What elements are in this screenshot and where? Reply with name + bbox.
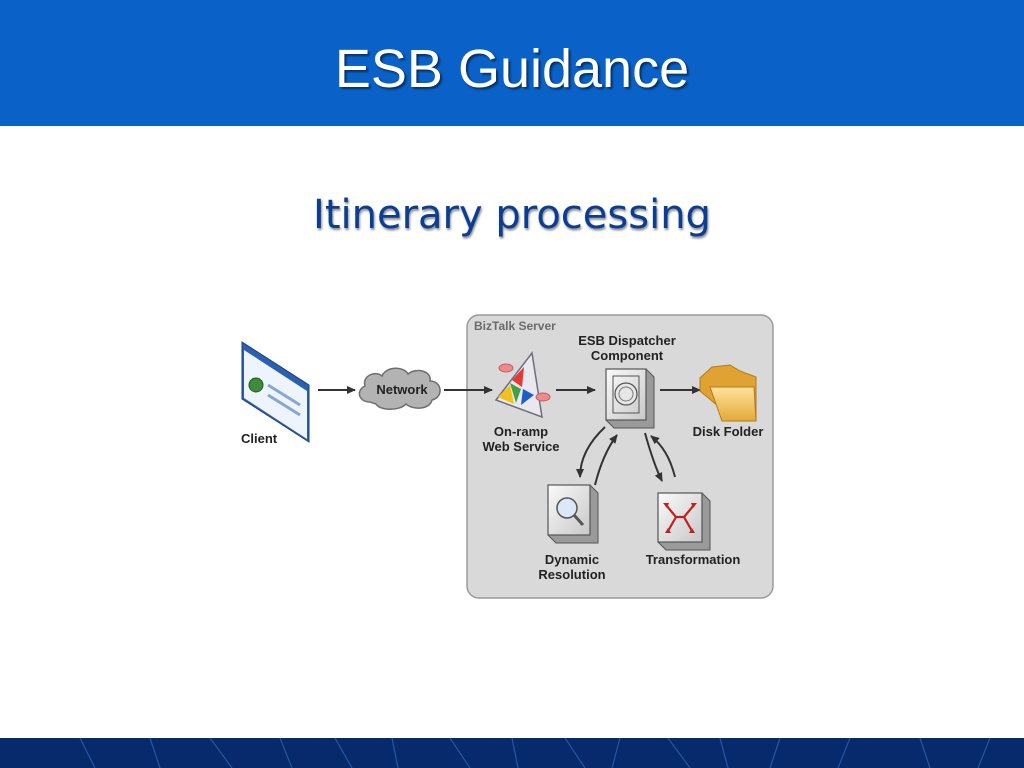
edge-dispatcher-transform-down bbox=[644, 432, 663, 482]
transformation-label: Transformation bbox=[646, 552, 741, 567]
slide-subtitle: Itinerary processing bbox=[313, 192, 711, 238]
dispatcher-label-line2: Component bbox=[591, 348, 664, 363]
onramp-label-line1: On-ramp bbox=[494, 424, 548, 439]
dynamic-label-line1: Dynamic bbox=[545, 552, 599, 567]
slide-title: ESB Guidance bbox=[334, 39, 690, 99]
transformation-icon bbox=[657, 492, 711, 551]
client-icon bbox=[241, 341, 310, 443]
dispatcher-label-line1: ESB Dispatcher bbox=[578, 333, 676, 348]
dynamic-label-line2: Resolution bbox=[538, 567, 605, 582]
network-label: Network bbox=[376, 382, 428, 397]
edge-dispatcher-dynamic-down bbox=[576, 426, 606, 478]
network-cloud-icon bbox=[358, 367, 441, 410]
dynamic-resolution-icon bbox=[547, 484, 599, 544]
container-label: BizTalk Server bbox=[474, 319, 556, 333]
client-label: Client bbox=[241, 431, 278, 446]
esb-dispatcher-icon bbox=[605, 368, 655, 429]
disk-folder-label: Disk Folder bbox=[693, 424, 764, 439]
header-bar bbox=[0, 0, 1024, 126]
onramp-web-service-icon bbox=[494, 351, 551, 419]
edge-dynamic-dispatcher-up bbox=[594, 434, 618, 486]
edge-transform-dispatcher-up bbox=[650, 435, 676, 478]
disk-folder-icon bbox=[699, 364, 757, 422]
footer-bar bbox=[0, 738, 1024, 768]
onramp-label-line2: Web Service bbox=[482, 439, 559, 454]
architecture-diagram: BizTalk Server Client Network On-ramp We… bbox=[241, 314, 774, 599]
